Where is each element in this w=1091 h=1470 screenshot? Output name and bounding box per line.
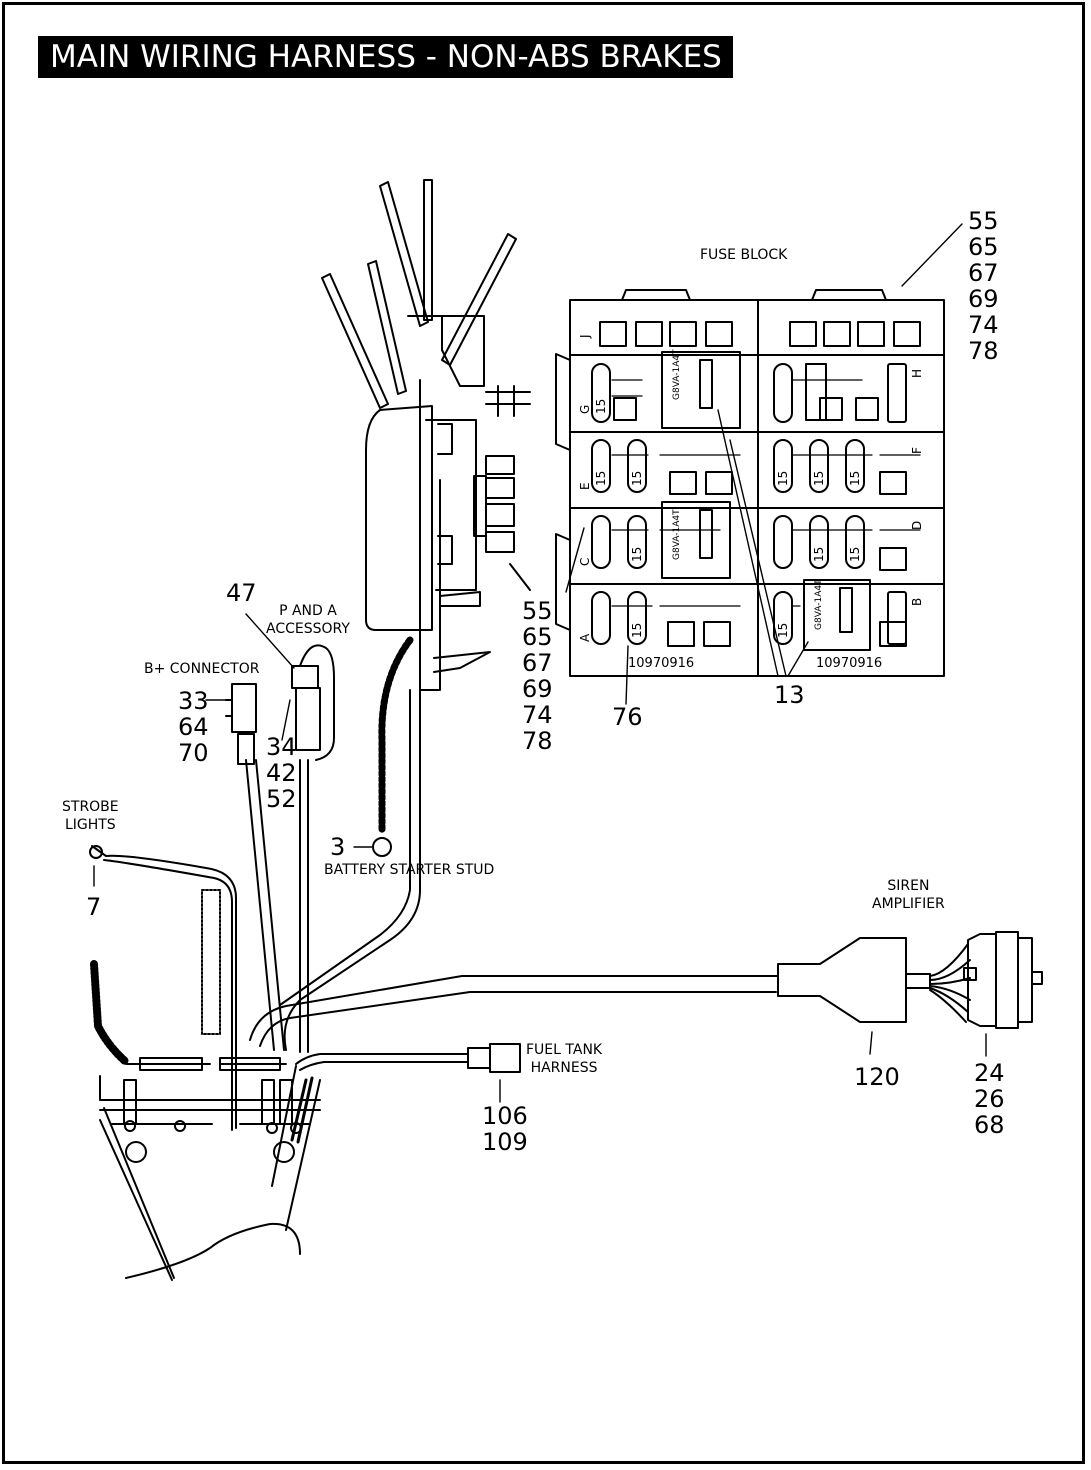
fuel-tank-harness-label: FUEL TANK HARNESS xyxy=(526,1041,602,1077)
fuse-rating: 15 xyxy=(812,470,826,486)
callout: 78 xyxy=(522,727,553,755)
strobe-lights-label: STROBE LIGHTS xyxy=(62,798,119,834)
callout: 109 xyxy=(482,1128,528,1156)
callout: 64 xyxy=(178,713,209,741)
fuse-block-part-number: 10970916 xyxy=(816,656,883,671)
relay-model: G8VA-1A4T xyxy=(672,349,682,400)
harness-bundle-top xyxy=(321,179,517,409)
row-letter: E xyxy=(578,482,592,490)
relays xyxy=(661,351,871,651)
callout: 24 xyxy=(974,1059,1005,1087)
callout-fuse-block-right: 55 65 67 69 74 78 xyxy=(968,208,999,364)
fuse-block xyxy=(555,289,945,677)
fuse-block-part-number: 10970916 xyxy=(628,656,695,671)
conduit-left xyxy=(90,960,130,1066)
fuse-rating: 15 xyxy=(594,470,608,486)
callout-p-and-a-item: 47 xyxy=(226,579,257,607)
siren-amplifier-label: SIREN AMPLIFIER xyxy=(872,877,945,913)
fuse-block-leader xyxy=(901,223,963,287)
fuse-rating: 15 xyxy=(630,546,644,562)
strobe-lights-wire xyxy=(89,845,237,1131)
fuse-leader-55 xyxy=(565,527,585,593)
row-letter: C xyxy=(578,557,592,566)
row-letter: J xyxy=(578,334,592,338)
row-letter: A xyxy=(578,633,592,642)
callout: 78 xyxy=(968,337,999,365)
callout: 106 xyxy=(482,1102,528,1130)
callout: 65 xyxy=(522,623,553,651)
callout-strobe: 7 xyxy=(86,893,102,921)
ground-cable xyxy=(378,636,414,834)
fuse-rating: 15 xyxy=(594,398,608,414)
callout-fuse-block-left: 55 65 67 69 74 78 xyxy=(522,598,553,754)
fuse-rating: 15 xyxy=(848,546,862,562)
callout-p-and-a-connector: 34 42 52 xyxy=(266,734,297,812)
lights-label: LIGHTS xyxy=(64,817,116,833)
callout-battery-stud: 3 xyxy=(330,833,346,861)
row-letter: B xyxy=(910,597,924,606)
callout: 26 xyxy=(974,1085,1005,1113)
callout-relay: 13 xyxy=(774,681,805,709)
battery-stud-ring-terminal xyxy=(372,837,392,857)
fuses xyxy=(591,363,907,645)
callout: 74 xyxy=(522,701,553,729)
callout: 55 xyxy=(968,207,999,235)
row-letter: D xyxy=(910,520,924,530)
row-letter: H xyxy=(910,368,924,378)
callout: 55 xyxy=(522,597,553,625)
row-letter: G xyxy=(578,404,592,414)
siren-label: SIREN xyxy=(887,878,930,894)
relay-model: G8VA-1A4T xyxy=(814,579,824,630)
callout-siren: 120 xyxy=(854,1063,900,1091)
electrical-bracket xyxy=(365,315,531,691)
p-and-a-accessory-label: P AND A ACCESSORY xyxy=(266,602,350,638)
battery-starter-stud-label: BATTERY STARTER STUD xyxy=(324,862,495,878)
callout: 68 xyxy=(974,1111,1005,1139)
fuel-tank-wire xyxy=(295,1043,521,1073)
fuse-rating: 15 xyxy=(812,546,826,562)
fuse-block-label: FUSE BLOCK xyxy=(700,247,788,263)
main-trunk xyxy=(245,689,421,1053)
p-and-a-label: P AND A xyxy=(279,603,337,619)
fuse-rating: 15 xyxy=(630,622,644,638)
callout: 67 xyxy=(968,259,999,287)
siren-wire xyxy=(249,975,779,1047)
amplifier-label: AMPLIFIER xyxy=(872,896,945,912)
coiled-conduit xyxy=(201,889,221,1035)
callout: 74 xyxy=(968,311,999,339)
p-and-a-connector xyxy=(291,644,335,761)
b-plus-connector xyxy=(225,683,257,765)
callout-siren-connector: 24 26 68 xyxy=(974,1060,1005,1138)
callout-fuel-tank: 106 109 xyxy=(482,1103,528,1155)
callout-fuse: 76 xyxy=(612,703,643,731)
fuse-rating: 15 xyxy=(630,470,644,486)
callout-b-plus: 33 64 70 xyxy=(178,688,209,766)
harness-label: HARNESS xyxy=(530,1060,598,1076)
callout: 69 xyxy=(522,675,553,703)
callout: 70 xyxy=(178,739,209,767)
relay-model: G8VA-1A4T xyxy=(672,509,682,560)
callout: 52 xyxy=(266,785,297,813)
strobe-label: STROBE xyxy=(62,799,119,815)
row-letter: F xyxy=(910,447,924,454)
fuse-slots xyxy=(599,321,921,647)
page-title: MAIN WIRING HARNESS - NON-ABS BRAKES xyxy=(38,36,733,78)
frame-lower xyxy=(99,1057,321,1281)
b-plus-connector-label: B+ CONNECTOR xyxy=(144,661,260,677)
fuse-rating: 15 xyxy=(776,470,790,486)
fuse-leader-76 xyxy=(625,645,629,705)
fuel-tank-label: FUEL TANK xyxy=(526,1042,603,1058)
accessory-label: ACCESSORY xyxy=(266,621,350,637)
callout: 65 xyxy=(968,233,999,261)
fuse-rating: 15 xyxy=(848,470,862,486)
callout: 34 xyxy=(266,733,297,761)
fuse-rating: 15 xyxy=(776,622,790,638)
callout: 33 xyxy=(178,687,209,715)
siren-amplifier-harness xyxy=(777,931,1043,1029)
callout: 69 xyxy=(968,285,999,313)
callout: 67 xyxy=(522,649,553,677)
callout: 42 xyxy=(266,759,297,787)
